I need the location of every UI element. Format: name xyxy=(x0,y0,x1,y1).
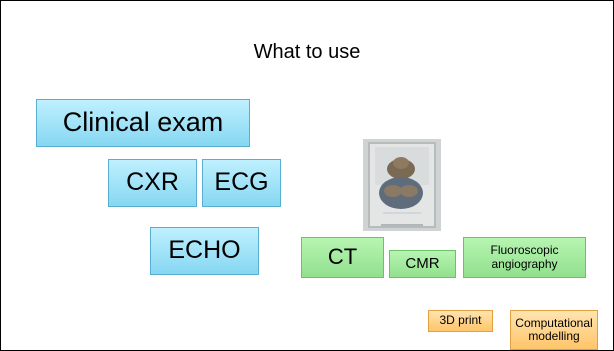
ecg-box: ECG xyxy=(202,159,281,207)
computational-modelling-label: Computational modelling xyxy=(515,315,593,343)
computational-modelling-box: Computational modelling xyxy=(510,310,598,350)
clinical-exam-box: Clinical exam xyxy=(36,99,250,147)
echo-label: ECHO xyxy=(168,236,241,265)
ecg-label: ECG xyxy=(214,168,269,197)
baby-in-scanner-photo xyxy=(363,139,441,231)
cxr-label: CXR xyxy=(126,168,179,197)
slide-title: What to use xyxy=(253,41,361,63)
photo-svg xyxy=(363,139,441,231)
fluoroscopic-angiography-box: Fluoroscopic angiography xyxy=(463,237,586,278)
cmr-box: CMR xyxy=(389,250,456,278)
cmr-label: CMR xyxy=(405,254,440,272)
echo-box: ECHO xyxy=(150,227,259,275)
cxr-box: CXR xyxy=(108,159,197,207)
ct-label: CT xyxy=(327,244,358,270)
ct-box: CT xyxy=(301,237,384,278)
clinical-exam-label: Clinical exam xyxy=(62,107,224,138)
3d-print-label: 3D print xyxy=(439,313,482,328)
3d-print-box: 3D print xyxy=(428,310,493,332)
fluoroscopic-angiography-label: Fluoroscopic angiography xyxy=(490,243,559,271)
